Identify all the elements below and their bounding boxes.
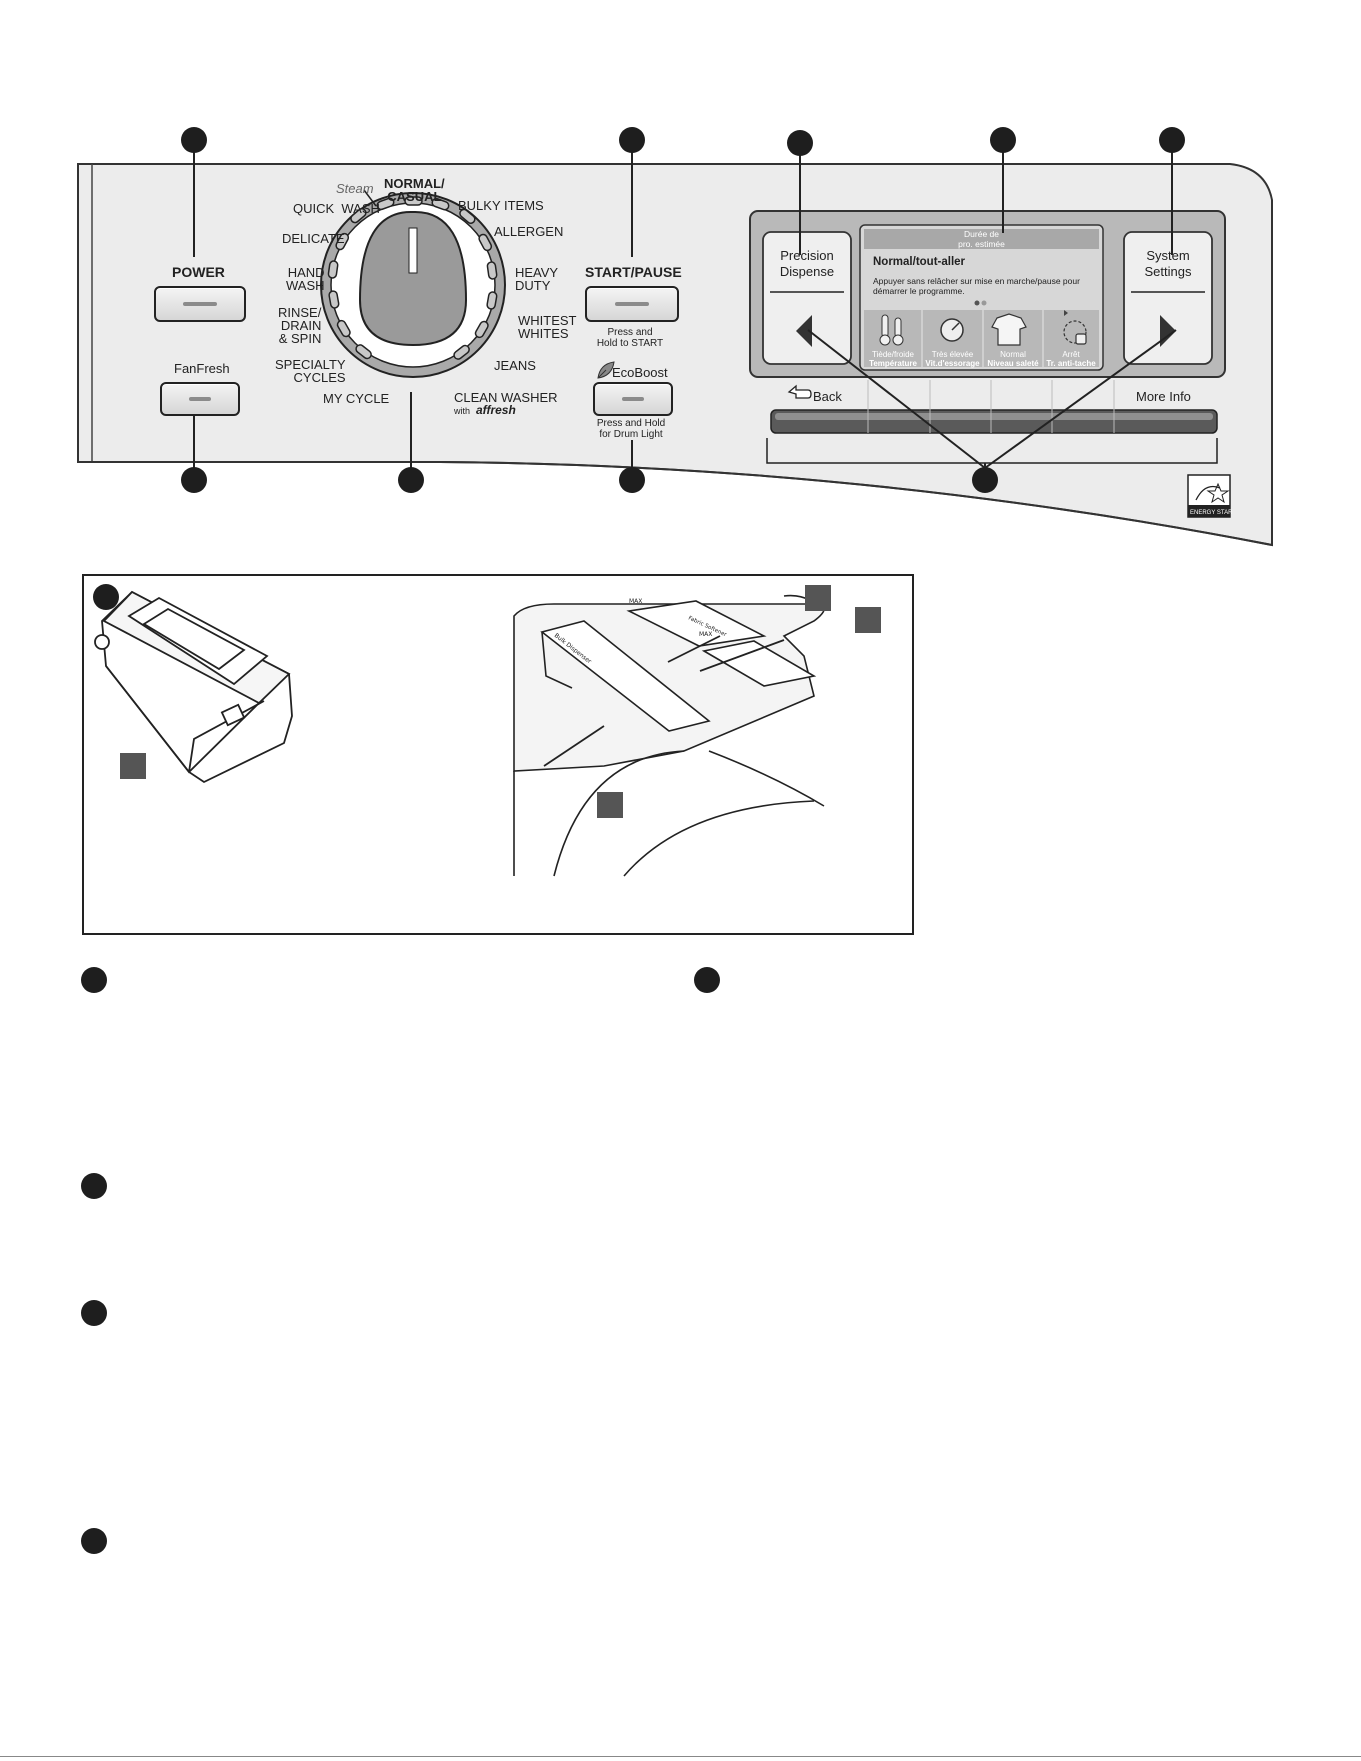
softener-max-label: MAX xyxy=(699,631,712,638)
square-marker xyxy=(597,792,623,818)
energy-star-label: ENERGY STAR xyxy=(1190,510,1233,516)
callout-marker xyxy=(81,967,107,993)
temperature-icon xyxy=(879,314,904,346)
dispenser-figure-frame xyxy=(82,574,914,935)
fanfresh-label: FanFresh xyxy=(174,361,230,376)
back-label[interactable]: Back xyxy=(813,389,842,404)
callout-marker xyxy=(787,130,813,156)
dial-label-normal-casual: NORMAL/CASUAL xyxy=(384,176,445,204)
dispenser-illustration: MAX MAX Fabric Softener Bulk Dispenser xyxy=(94,590,825,877)
cycle-title: Normal/tout-aller xyxy=(873,256,966,268)
callout-marker xyxy=(181,467,207,493)
footer-rule xyxy=(0,1756,1361,1757)
soil-level-icon xyxy=(991,313,1027,346)
fanfresh-button[interactable] xyxy=(160,382,240,416)
callout-marker xyxy=(694,967,720,993)
callout-marker xyxy=(990,127,1016,153)
dial-label-clean-washer: CLEAN WASHER xyxy=(454,390,558,405)
control-panel-illustration xyxy=(77,140,1273,547)
callout-marker xyxy=(93,584,119,610)
square-marker xyxy=(805,585,831,611)
left-arrow-key[interactable] xyxy=(790,310,820,352)
callout-marker xyxy=(81,1300,107,1326)
dial-label-bulky-items: BULKY ITEMS xyxy=(458,198,544,213)
start-pause-label: START/PAUSE xyxy=(585,264,682,280)
dial-label-quick-wash: QUICK WASH xyxy=(293,201,380,216)
ecoboost-button[interactable] xyxy=(593,382,673,416)
callout-marker xyxy=(81,1528,107,1554)
callout-marker xyxy=(619,127,645,153)
dispenser-drawer xyxy=(513,594,825,877)
dial-label-allergen: ALLERGEN xyxy=(494,224,564,239)
dial-label-with: with xyxy=(454,406,471,416)
energy-star-logo xyxy=(1187,474,1231,518)
start-pause-button[interactable] xyxy=(585,286,679,322)
drawer-max-label: MAX xyxy=(629,598,642,605)
square-marker xyxy=(120,753,146,779)
power-label: POWER xyxy=(172,264,225,280)
callout-marker xyxy=(181,127,207,153)
back-arrow-icon xyxy=(787,384,812,399)
power-button[interactable] xyxy=(154,286,246,322)
right-arrow-key[interactable] xyxy=(1154,310,1184,352)
callout-marker xyxy=(398,467,424,493)
affresh-logo-text: affresh xyxy=(476,403,516,417)
cycle-dial[interactable] xyxy=(321,193,505,377)
callout-marker xyxy=(619,467,645,493)
cycle-instructions: Appuyer sans relâcher sur mise en marche… xyxy=(873,276,1080,296)
more-info-label[interactable]: More Info xyxy=(1136,389,1191,404)
dial-label-jeans: JEANS xyxy=(494,358,536,373)
dial-label-steam: Steam xyxy=(336,181,374,196)
leaf-icon xyxy=(597,361,615,379)
dial-label-my-cycle: MY CYCLE xyxy=(323,391,390,406)
stain-treat-icon xyxy=(1063,320,1087,345)
dial-label-delicate: DELICATE xyxy=(282,231,345,246)
detergent-cartridge xyxy=(94,590,293,784)
callout-marker xyxy=(1159,127,1185,153)
ecoboost-label: EcoBoost xyxy=(612,365,668,380)
spin-speed-icon xyxy=(940,318,964,342)
callout-marker xyxy=(972,467,998,493)
dial-label-rinse-drain-spin: RINSE/DRAIN& SPIN xyxy=(278,305,322,346)
callout-marker xyxy=(81,1173,107,1199)
square-marker xyxy=(855,607,881,633)
touch-bar[interactable] xyxy=(771,410,1217,433)
